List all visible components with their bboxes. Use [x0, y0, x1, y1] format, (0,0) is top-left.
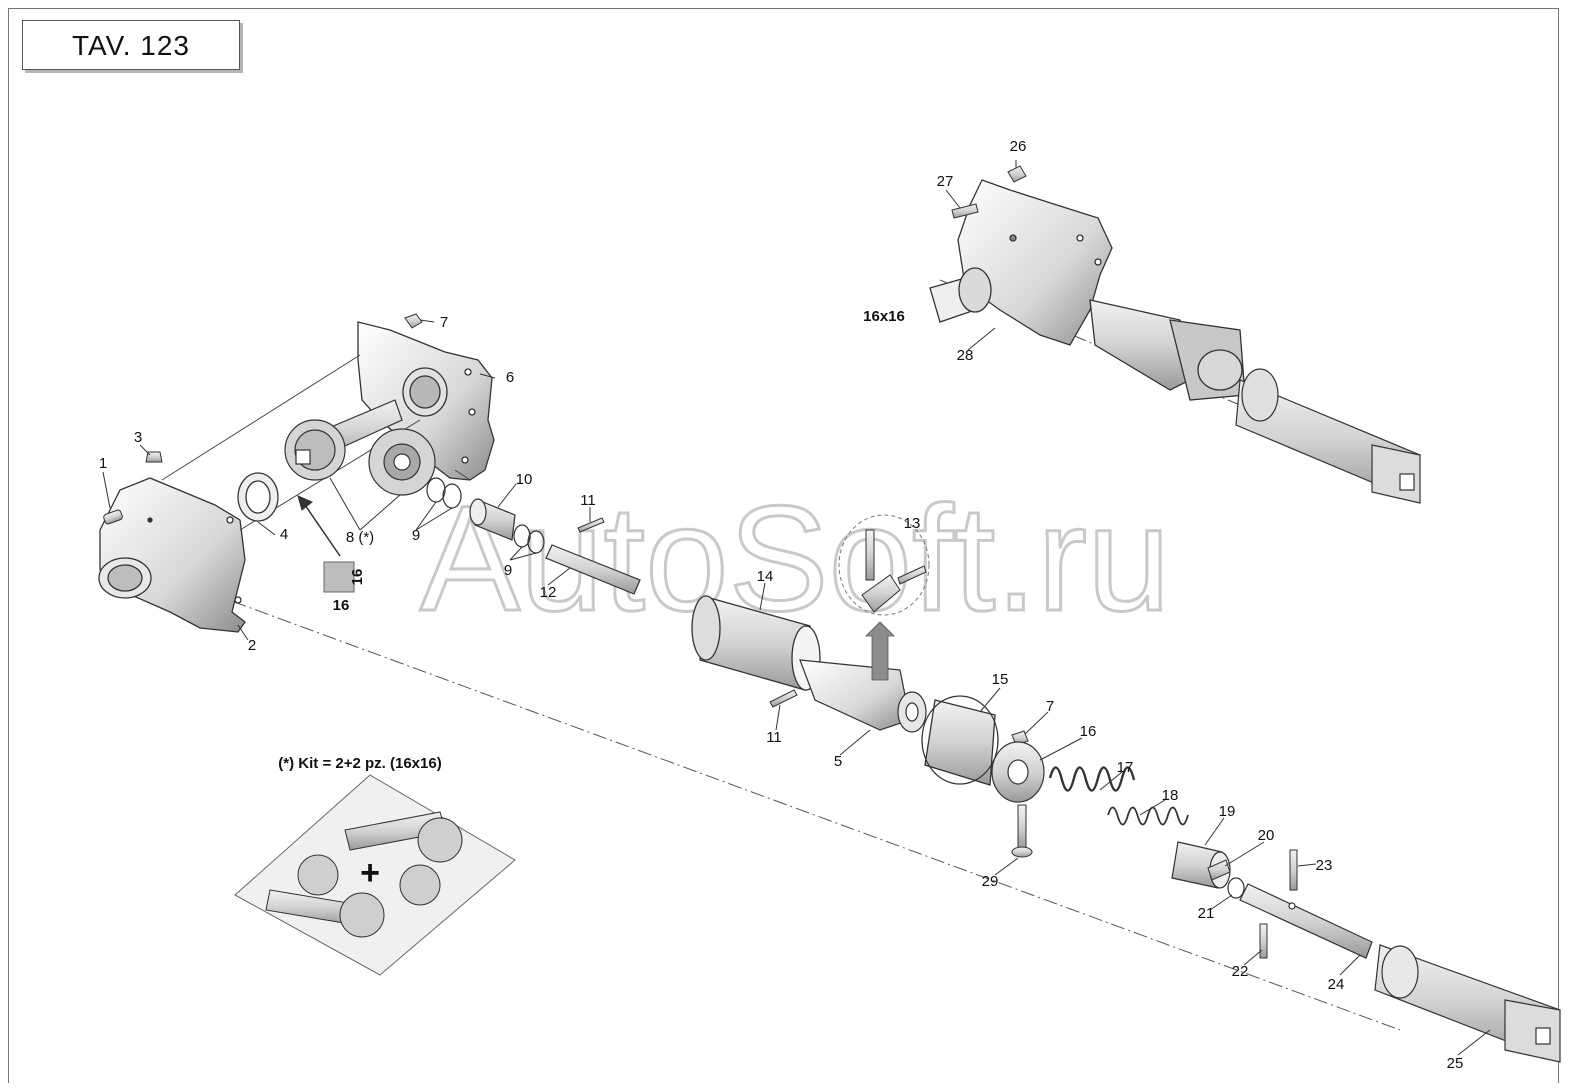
label-17: 17	[1117, 759, 1134, 776]
label-1: 1	[99, 455, 107, 472]
label-5: 5	[834, 753, 842, 770]
kit-plus-sign: +	[360, 854, 380, 892]
label-12: 12	[540, 584, 557, 601]
frame-top	[8, 8, 1558, 9]
label-15: 15	[992, 671, 1009, 688]
screw-part-27	[951, 203, 979, 219]
label-10: 10	[516, 471, 533, 488]
label-26: 26	[1010, 138, 1027, 155]
gearbox-housing-rear	[357, 321, 495, 481]
watermark-text: AutoSoft.ru	[420, 474, 1170, 642]
label-7-bottom: 7	[1046, 698, 1054, 715]
label-29: 29	[982, 873, 999, 890]
label-11-top: 11	[580, 492, 596, 509]
label-9-top: 9	[412, 527, 420, 544]
bevel-gear-shaft-part-8	[284, 399, 403, 481]
label-3: 3	[134, 429, 142, 446]
assembled-guard-tube	[1089, 299, 1246, 401]
gearbox-housing-front	[98, 477, 246, 633]
screw-part-1	[103, 509, 123, 525]
label-4: 4	[280, 526, 288, 543]
label-9-bottom: 9	[504, 562, 512, 579]
label-22: 22	[1232, 963, 1249, 980]
universal-joint-part-5	[799, 659, 927, 733]
shaft-part-12	[545, 544, 641, 595]
pin-part-11-bottom	[769, 689, 798, 708]
spline-size-box	[323, 561, 355, 593]
label-leader-lines	[102, 160, 1491, 1056]
label-6: 6	[506, 369, 514, 386]
label-18: 18	[1162, 787, 1179, 804]
label-16: 16	[1080, 723, 1097, 740]
label-27: 27	[937, 173, 954, 190]
kit-label: (*) Kit = 2+2 pz. (16x16)	[278, 755, 441, 772]
label-2: 2	[248, 637, 256, 654]
frame-left	[8, 8, 9, 1083]
pin-part-22	[1259, 923, 1268, 959]
label-24: 24	[1328, 976, 1345, 993]
label-25: 25	[1447, 1055, 1464, 1072]
label-21: 21	[1198, 905, 1215, 922]
circlip-part-21	[1227, 877, 1245, 899]
bolt-part-29	[1011, 804, 1033, 858]
label-14: 14	[757, 568, 774, 585]
detail-circle-part-13	[838, 514, 930, 616]
clutch-hub-part-16	[991, 741, 1045, 803]
washer-part-20	[1207, 859, 1231, 881]
label-7-top: 7	[440, 314, 448, 331]
spring-part-18	[1107, 806, 1189, 826]
outer-tube-part-25	[1374, 944, 1561, 1063]
seal-ring-part-4	[237, 472, 279, 522]
inner-shaft-part-24	[1239, 883, 1373, 959]
label-11-bottom: 11	[766, 729, 782, 746]
part-number-labels: 1 2 3 4 5 6 7 7 8 (*) 9 9 10 11 11 12 13…	[99, 138, 1464, 1072]
pin-part-11-top	[577, 517, 605, 533]
spring-part-17	[1048, 766, 1136, 792]
guard-tube-part-14	[691, 595, 821, 691]
nut-part-26	[1007, 165, 1027, 183]
assembled-gearbox-unit	[929, 179, 1113, 346]
assembled-shaft-tube	[1235, 368, 1421, 504]
kit-bag-illustration	[234, 774, 516, 976]
arrow-to-joint-detail	[865, 621, 895, 681]
assembly-spline-note: 16x16	[863, 308, 905, 325]
frame-right	[1558, 8, 1559, 1083]
label-13: 13	[904, 515, 921, 532]
label-28: 28	[957, 347, 974, 364]
pin-part-23	[1289, 849, 1298, 891]
spline-label-side: 16	[349, 569, 366, 586]
label-20: 20	[1258, 827, 1275, 844]
spline-label-below: 16	[333, 597, 350, 614]
label-23: 23	[1316, 857, 1333, 874]
bevel-gear-part-8b	[368, 428, 436, 496]
nut-part-7-top	[404, 313, 423, 329]
table-number-box: TAV. 123	[22, 20, 240, 70]
ring-part-15	[921, 695, 999, 786]
label-8: 8 (*)	[346, 529, 374, 546]
label-19: 19	[1219, 803, 1236, 820]
table-number: TAV. 123	[71, 30, 190, 61]
arrow-to-gear	[297, 495, 341, 557]
bushing-part-10	[469, 498, 516, 541]
